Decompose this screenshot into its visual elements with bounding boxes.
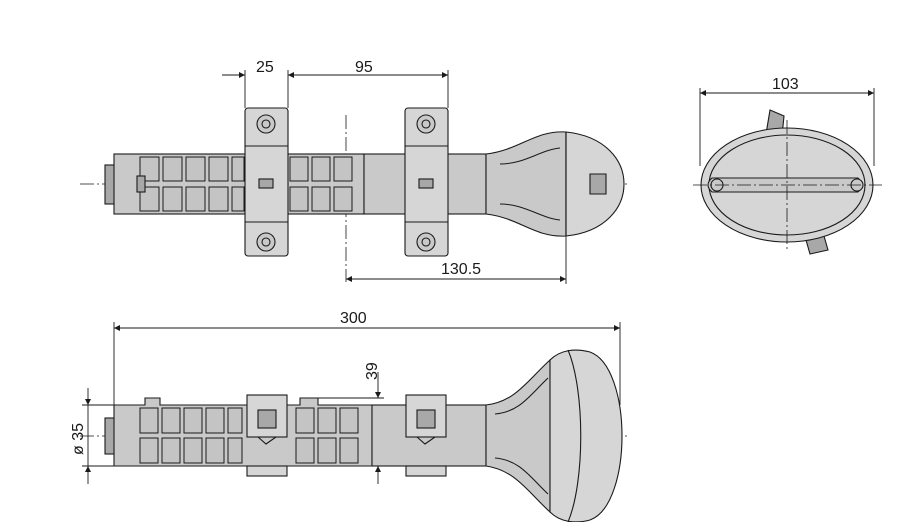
dim-diameter-label: ø 35 xyxy=(70,423,87,455)
side-clamp-right xyxy=(405,394,447,477)
dim-39-label: 39 xyxy=(364,362,381,380)
clamp-right xyxy=(404,107,449,257)
side-clamp-left xyxy=(246,394,288,477)
side-view: 300 39 ø 35 xyxy=(70,310,630,522)
dim-300-label: 300 xyxy=(340,310,367,327)
knob-side xyxy=(485,349,623,522)
knob-top xyxy=(485,131,625,237)
side-ribbed-tube xyxy=(113,397,373,467)
clamp-left xyxy=(244,107,289,257)
top-view: 25 95 130.5 xyxy=(80,59,630,284)
end-view: 103 xyxy=(693,76,882,255)
dim-103-label: 103 xyxy=(772,76,799,93)
dim-130-label: 130.5 xyxy=(441,261,481,278)
ribbed-tube xyxy=(113,153,365,215)
dim-25-label: 25 xyxy=(256,59,274,76)
dim-95-label: 95 xyxy=(355,59,373,76)
